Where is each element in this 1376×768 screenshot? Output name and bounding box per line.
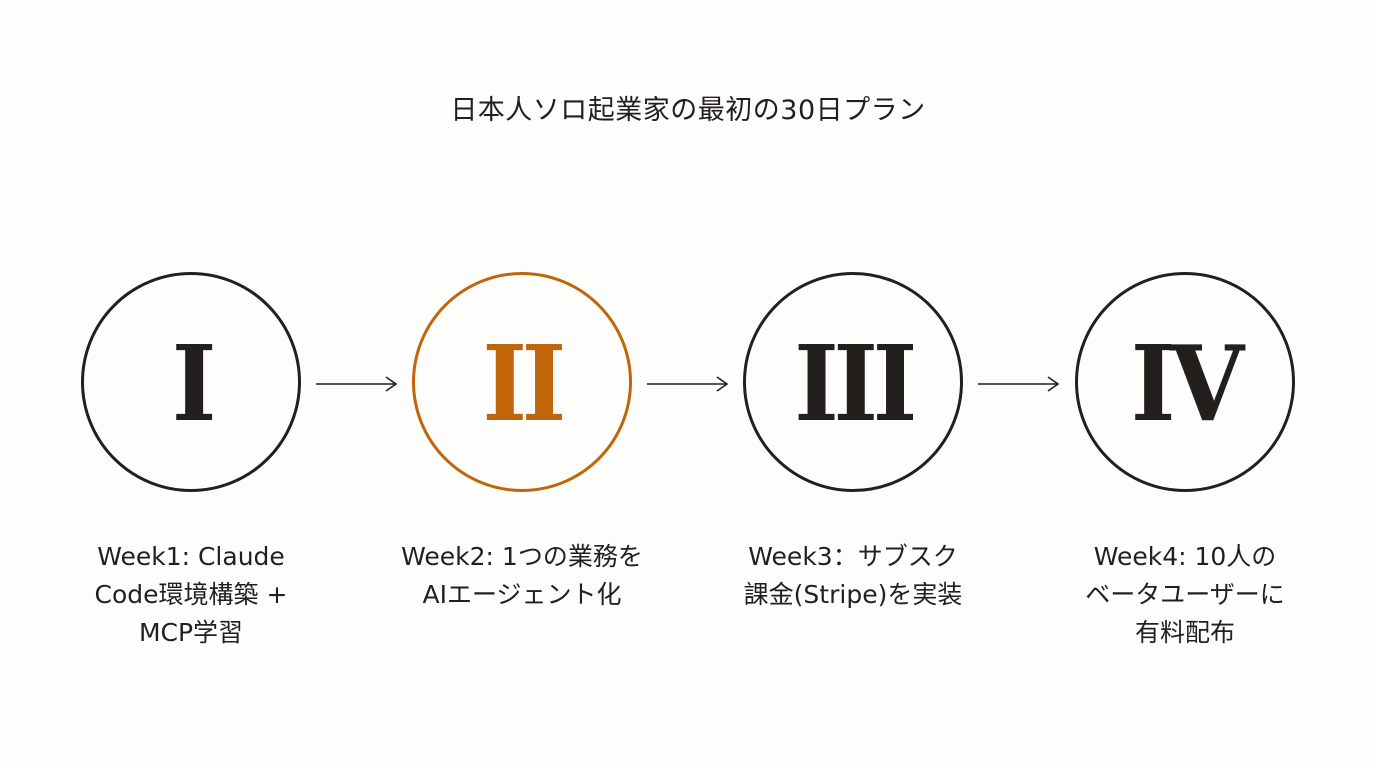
diagram-title: 日本人ソロ起業家の最初の30日プラン [450,95,926,126]
roman-numeral: III [794,322,917,445]
step-caption: Week2: 1つの業務を AIエージェント化 [401,542,643,609]
step-caption: Week4: 10人の ベータユーザーに 有料配布 [1085,542,1285,647]
arrow-right-icon [978,376,1060,392]
arrow-right-icon [316,376,398,392]
step-week4: IV Week4: 10人の ベータユーザーに 有料配布 [1035,272,1335,652]
step-circle: I [81,272,301,492]
step-circle: III [743,272,963,492]
roman-numeral: II [482,322,567,445]
step-circle-highlighted: II [412,272,632,492]
step-week3: III Week3：サブスク 課金(Stripe)を実装 [703,272,1003,614]
step-circle: IV [1075,272,1295,492]
step-caption: Week1: Claude Code環境構築 + MCP学習 [94,542,288,647]
roman-numeral: I [171,322,216,445]
step-week2: II Week2: 1つの業務を AIエージェント化 [372,272,672,614]
roman-numeral: IV [1131,322,1244,445]
step-week1: I Week1: Claude Code環境構築 + MCP学習 [41,272,341,652]
arrow-right-icon [647,376,729,392]
step-caption: Week3：サブスク 課金(Stripe)を実装 [743,542,963,609]
